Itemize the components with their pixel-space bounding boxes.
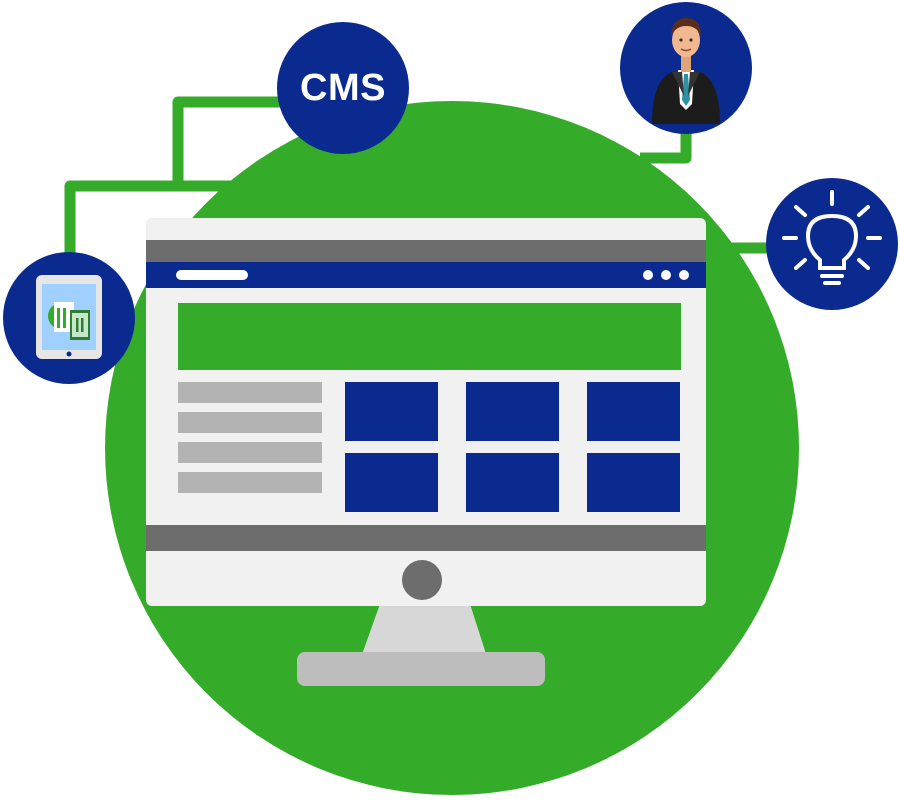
monitor-top-bar [146, 240, 706, 262]
content-tile [466, 382, 559, 441]
person-node [620, 2, 752, 134]
content-tile [587, 453, 680, 512]
monitor-stand [297, 604, 545, 686]
idea-node [766, 178, 898, 310]
stand-neck [360, 604, 488, 660]
power-button [402, 560, 442, 600]
sidebar-row [178, 472, 322, 493]
businessman-icon [652, 18, 720, 124]
tablet-node [3, 252, 135, 384]
connector-person [640, 128, 692, 164]
cms-node [277, 22, 409, 154]
cms-badge [277, 22, 409, 154]
content-tile [587, 382, 680, 441]
browser-dot [643, 270, 653, 280]
tablet-document-icon [36, 275, 102, 359]
lightbulb-icon [782, 190, 882, 285]
content-tile [466, 453, 559, 512]
monitor [146, 218, 706, 606]
sidebar-row [178, 382, 322, 403]
sidebar-row [178, 412, 322, 433]
browser-address-bar [176, 270, 248, 280]
content-tile [345, 453, 438, 512]
stand-base [297, 652, 545, 686]
sidebar-row [178, 442, 322, 463]
monitor-bottom-bar [146, 525, 706, 551]
hero-banner [178, 303, 681, 370]
browser-dot [679, 270, 689, 280]
browser-dot [661, 270, 671, 280]
content-tile [345, 382, 438, 441]
